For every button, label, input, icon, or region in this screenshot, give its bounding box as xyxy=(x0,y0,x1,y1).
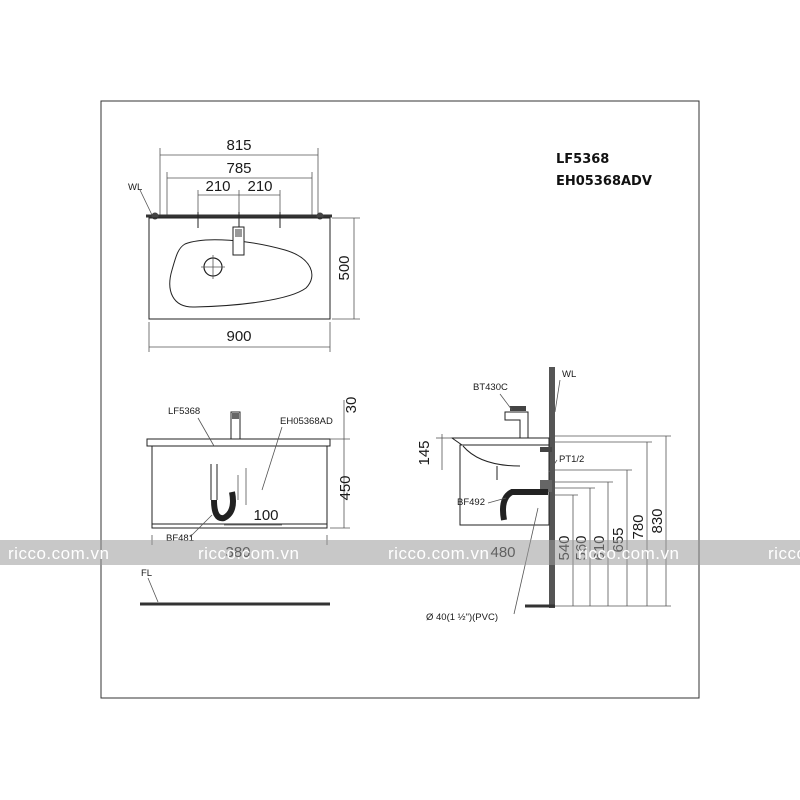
dim-145: 145 xyxy=(416,440,433,465)
model-basin: LF5368 xyxy=(556,152,609,167)
trap-pipe xyxy=(211,491,236,522)
side-faucet-icon xyxy=(504,411,529,439)
front-basin-label: LF5368 xyxy=(168,406,200,417)
faucet-front-icon xyxy=(230,411,241,440)
dim-450: 450 xyxy=(337,475,354,500)
dim-100: 100 xyxy=(253,507,278,524)
bowl-outline xyxy=(169,239,313,308)
valve-label: PT1/2 xyxy=(559,454,584,465)
top-view: 815 785 210 210 WL 900 500 xyxy=(128,137,360,352)
model-cabinet: EH05368ADV xyxy=(556,174,652,189)
dim-210-right: 210 xyxy=(247,178,272,195)
cabinet-front xyxy=(151,445,328,529)
side-wall-label: WL xyxy=(562,369,576,380)
dim-780: 780 xyxy=(630,514,647,539)
side-trap-label: BF492 xyxy=(457,497,485,508)
side-trap-pipe xyxy=(500,489,548,521)
watermark-5: ricco.com.vn xyxy=(768,544,800,563)
drawing-frame xyxy=(100,100,700,699)
watermark-2: ricco.com.vn xyxy=(198,544,299,563)
wall-label-top: WL xyxy=(128,182,142,193)
dim-500: 500 xyxy=(336,255,353,280)
front-trap-label: BF481 xyxy=(166,533,194,544)
watermark-4: ricco.com.vn xyxy=(578,544,679,563)
dim-785: 785 xyxy=(226,160,251,177)
watermark-1: ricco.com.vn xyxy=(8,544,109,563)
dim-30: 30 xyxy=(343,397,360,414)
dim-830: 830 xyxy=(649,508,666,533)
front-cabinet-label: EH05368AD xyxy=(280,416,333,427)
dim-815: 815 xyxy=(226,137,251,154)
dim-900: 900 xyxy=(226,328,251,345)
watermark-3: ricco.com.vn xyxy=(388,544,489,563)
watermark-band: ricco.com.vn ricco.com.vn ricco.com.vn r… xyxy=(0,540,800,565)
drain-label: Ø 40(1 ½")(PVC) xyxy=(426,612,498,623)
front-view: LF5368 EH05368AD BF481 100 30 450 380 FL xyxy=(140,397,360,606)
basin-top-outline xyxy=(148,217,331,320)
faucet-top-icon xyxy=(232,226,245,256)
dim-210-left: 210 xyxy=(205,178,230,195)
floor-label: FL xyxy=(141,568,152,579)
faucet-label: BT430C xyxy=(473,382,508,393)
